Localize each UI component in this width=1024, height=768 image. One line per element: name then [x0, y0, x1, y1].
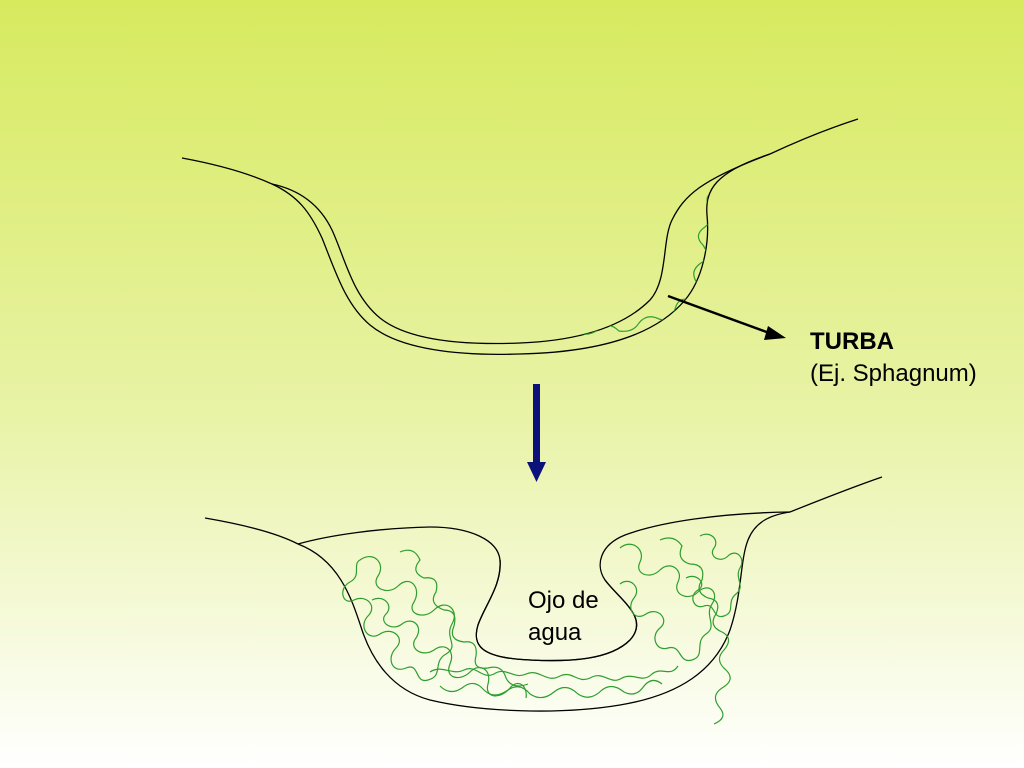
- peat-moss-bottom-base: [429, 665, 679, 681]
- water-eye-label-line2: agua: [528, 619, 582, 646]
- basin-outer-bottom: [297, 511, 791, 712]
- peat-moss-top: [334, 190, 716, 337]
- water-eye-outline: [475, 559, 638, 662]
- basin-outer-top: [271, 153, 771, 355]
- peat-moss-bottom-right-3: [685, 533, 743, 618]
- bottom-basin: [204, 476, 883, 725]
- down-arrow-icon: [527, 384, 546, 482]
- ground-line-left-top: [181, 157, 273, 185]
- peat-moss-bottom-left-3: [399, 549, 529, 687]
- peat-moss-bottom-left-2: [371, 597, 527, 699]
- water-eye-label-line1: Ojo de: [528, 587, 599, 614]
- peat-moss-bottom-base-2: [439, 679, 663, 699]
- peat-moss-top-3: [359, 229, 660, 330]
- ground-line-left-bottom: [204, 517, 299, 545]
- peat-moss-bottom-left: [342, 556, 455, 681]
- top-basin: [181, 118, 859, 355]
- pointer-arrow-icon: [667, 294, 786, 340]
- peat-moss-top-2: [341, 203, 673, 336]
- basin-inner-top: [271, 153, 771, 345]
- turba-label: TURBA: [810, 328, 894, 355]
- ground-line-right-top: [769, 118, 859, 155]
- ground-line-right-bottom: [789, 476, 883, 513]
- peat-moss-bottom-right-2: [659, 537, 731, 725]
- turba-example-label: (Ej. Sphagnum): [810, 360, 977, 387]
- peat-moss-bottom-right: [619, 543, 716, 662]
